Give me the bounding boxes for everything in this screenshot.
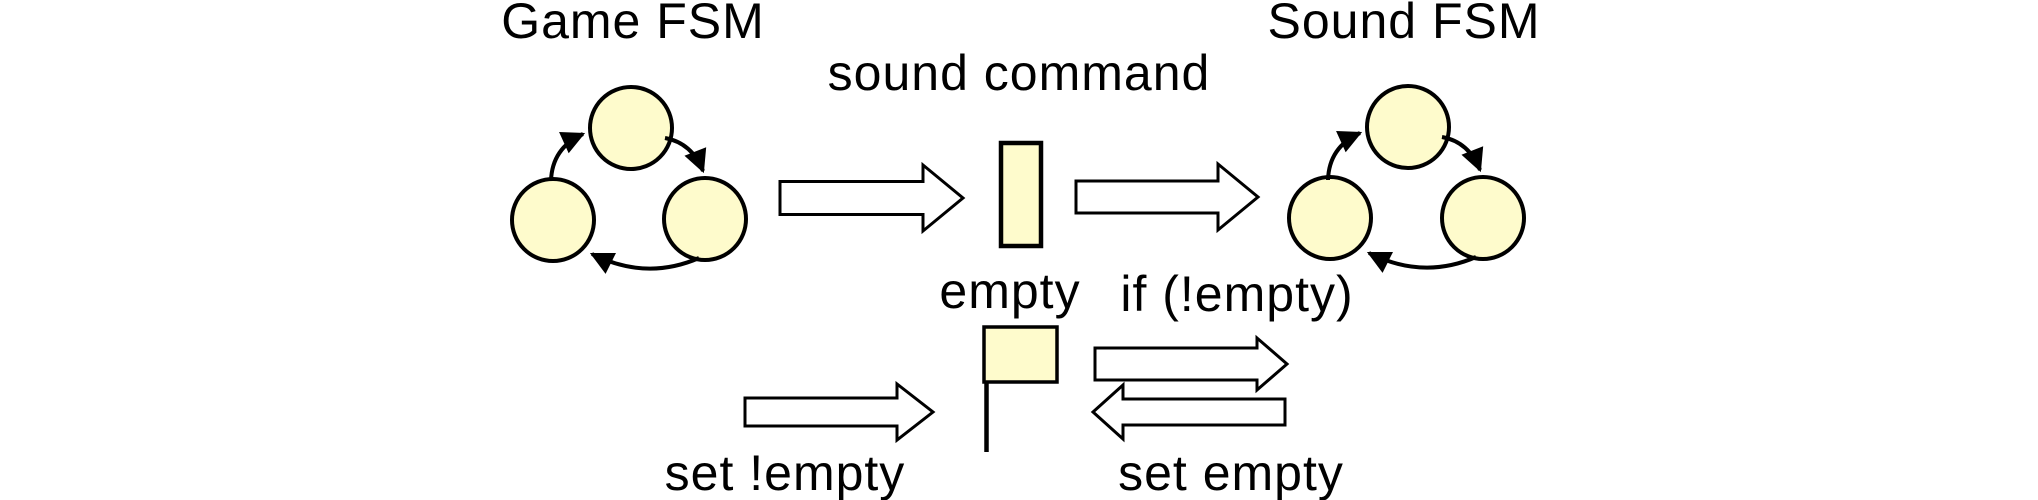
sound-fsm-transition-top-to-right (1441, 135, 1484, 173)
game-fsm-state-top (588, 85, 674, 171)
sound-fsm-state-left (1287, 175, 1373, 261)
empty-flag-mechanism (743, 325, 1290, 452)
sound-fsm-state-right (1440, 175, 1526, 261)
set-empty-label: set empty (1118, 445, 1344, 500)
sound-fsm-diagram (1287, 84, 1526, 273)
game-fsm-transition-top-to-right (664, 136, 707, 174)
game-fsm-diagram (510, 85, 748, 274)
sound-command-buffer (998, 140, 1044, 249)
flow-arrow-buffer-to-sound (1074, 160, 1261, 234)
flow-arrow-if-not-empty (1093, 334, 1290, 394)
sound-fsm-transition-left-to-top (1326, 131, 1363, 181)
game-fsm-state-right (662, 176, 748, 262)
sound-command-label: sound command (827, 45, 1211, 101)
empty-flag-icon (982, 325, 1059, 384)
sound-fsm-title: Sound FSM (1267, 0, 1541, 49)
sound-fsm-transition-right-to-left (1366, 251, 1477, 273)
if-not-empty-label: if (!empty) (1120, 266, 1354, 322)
game-fsm-state-left (510, 177, 596, 263)
flow-arrow-game-to-buffer (778, 161, 966, 235)
set-not-empty-label: set !empty (664, 445, 906, 500)
game-fsm-transition-right-to-left (589, 252, 700, 274)
empty-flag-label: empty (939, 263, 1081, 319)
sound-command-flow (778, 140, 1261, 249)
flow-arrow-set-not-empty (743, 380, 936, 444)
game-fsm-title: Game FSM (501, 0, 765, 49)
game-fsm-transition-left-to-top (549, 132, 586, 182)
sound-fsm-state-top (1365, 84, 1451, 170)
flow-arrow-set-empty (1090, 381, 1287, 443)
